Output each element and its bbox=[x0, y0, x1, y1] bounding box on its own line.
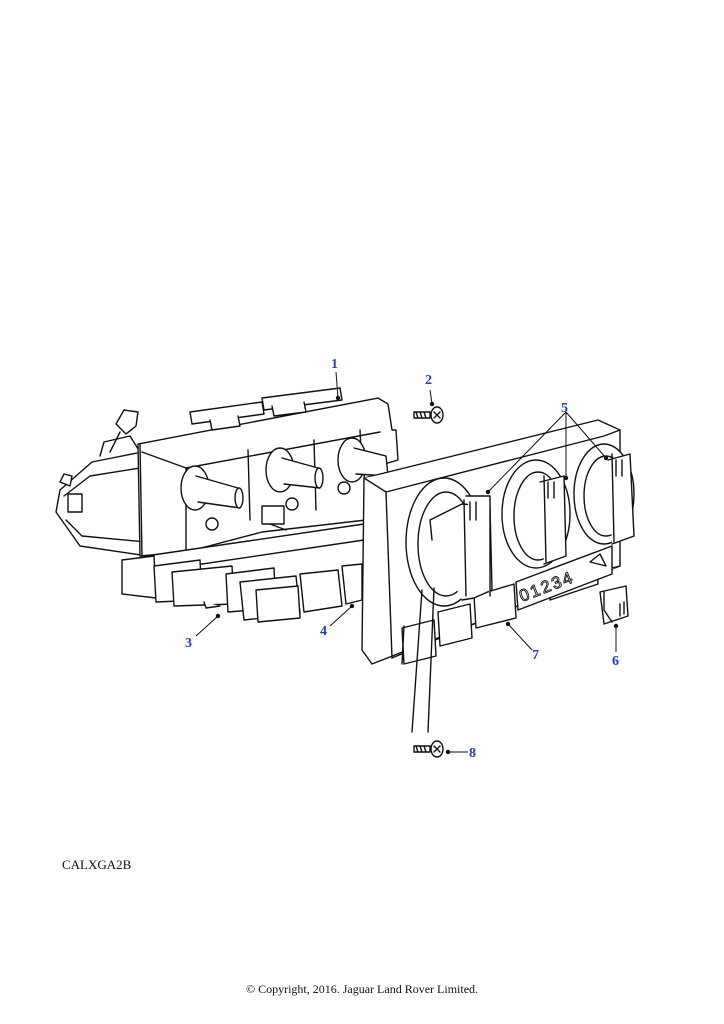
callout-7: 7 bbox=[532, 648, 539, 663]
screw-2 bbox=[413, 406, 444, 424]
leader-5a bbox=[487, 411, 567, 493]
leader-dot-5b bbox=[563, 475, 569, 481]
leader-dot-1 bbox=[335, 395, 341, 401]
knob-cap bbox=[599, 585, 629, 625]
rotary-knobs bbox=[405, 443, 635, 607]
callout-8: 8 bbox=[469, 746, 476, 761]
callout-5: 5 bbox=[561, 401, 568, 416]
control-housing-frame bbox=[55, 387, 399, 573]
leader-dot-5a bbox=[485, 489, 491, 495]
push-button-module bbox=[121, 555, 363, 623]
callout-4: 4 bbox=[320, 624, 327, 639]
screw-8 bbox=[413, 740, 444, 758]
leader-3 bbox=[195, 615, 219, 637]
leader-dot-7 bbox=[505, 621, 511, 627]
drawing-code: CALXGA2B bbox=[62, 857, 132, 872]
leader-2 bbox=[429, 389, 433, 405]
leader-dot-5c bbox=[603, 455, 609, 461]
leader-dot-3 bbox=[215, 613, 221, 619]
leader-7 bbox=[507, 623, 533, 651]
callout-6: 6 bbox=[612, 654, 619, 669]
screw-8-guide-line bbox=[411, 587, 435, 733]
leader-dot-6 bbox=[613, 623, 619, 629]
leader-dot-8 bbox=[445, 749, 451, 755]
leader-5c bbox=[565, 411, 607, 459]
callout-3: 3 bbox=[185, 636, 192, 651]
copyright-notice: © Copyright, 2016. Jaguar Land Rover Lim… bbox=[245, 982, 479, 996]
leader-dot-4 bbox=[349, 603, 355, 609]
leader-4 bbox=[329, 605, 353, 627]
leader-dot-2 bbox=[429, 401, 435, 407]
callout-2: 2 bbox=[425, 373, 432, 388]
callout-1: 1 bbox=[331, 357, 338, 372]
leader-1 bbox=[335, 371, 339, 399]
